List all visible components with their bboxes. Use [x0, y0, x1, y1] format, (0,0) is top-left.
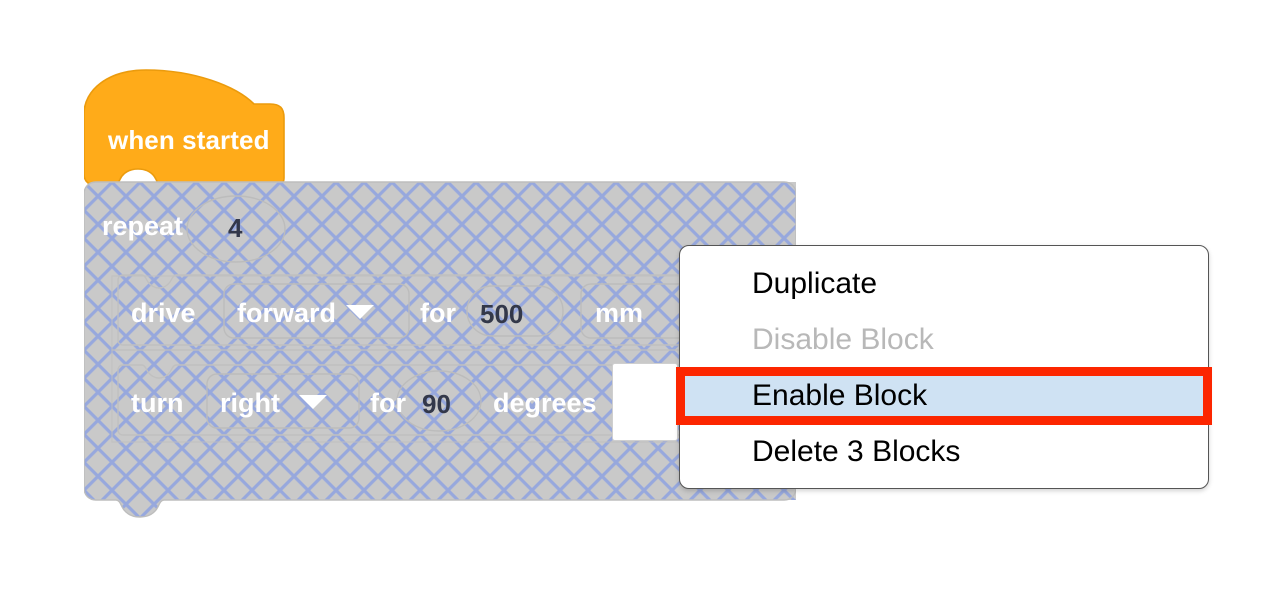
drive-direction-chevron: [346, 305, 374, 319]
turn-direction-chevron: [299, 395, 327, 409]
when-started-label: when started: [108, 125, 270, 155]
block-when-started[interactable]: when started: [84, 68, 288, 188]
context-menu-item-duplicate[interactable]: Duplicate: [752, 267, 878, 300]
block-context-menu[interactable]: Duplicate Disable Block Enable Block Del…: [679, 245, 1209, 489]
context-menu-item-enable-block[interactable]: Enable Block: [680, 368, 1208, 424]
empty-text-field[interactable]: [612, 363, 678, 441]
context-menu-item-delete-blocks[interactable]: Delete 3 Blocks: [752, 435, 961, 468]
context-menu-item-disable-block: Disable Block: [752, 323, 934, 356]
